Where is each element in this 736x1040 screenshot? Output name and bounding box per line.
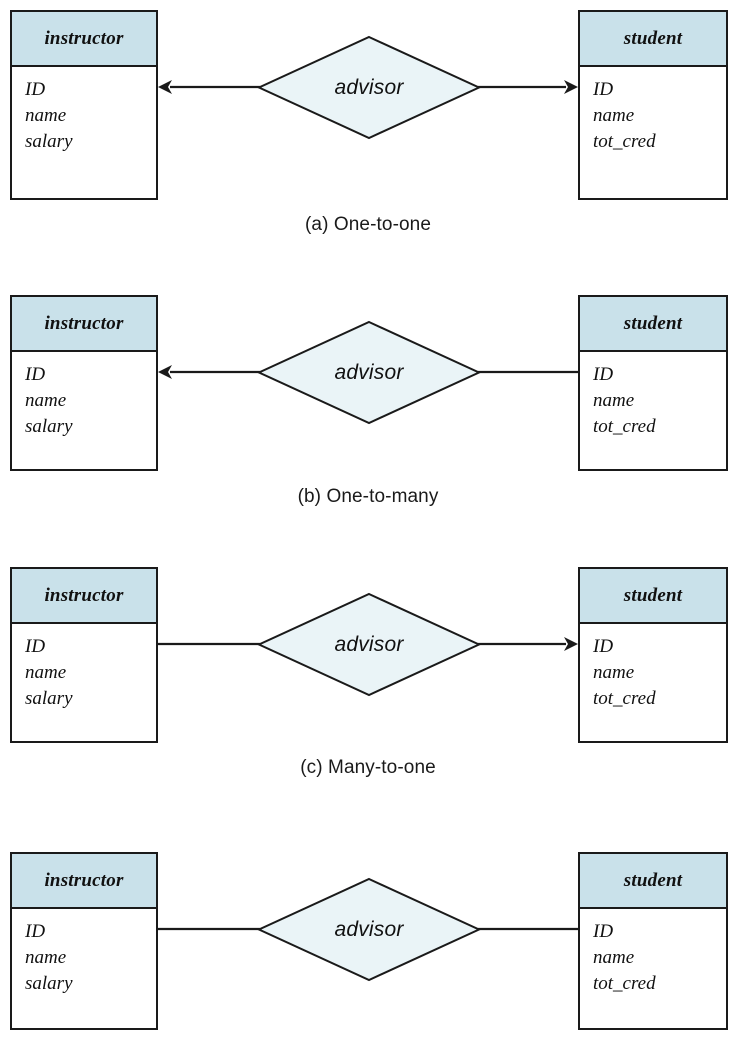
entity-attribute: name [25,947,67,968]
entity-attributes-student: ID name tot_cred [580,624,726,712]
entity-header-student: student [580,297,726,352]
entity-name-student: student [623,584,683,606]
entity-header-instructor: instructor [12,297,156,352]
connector-line-a-right [478,75,578,99]
entity-name-instructor: instructor [44,869,124,891]
entity-attributes-student: ID name tot_cred [580,352,726,440]
relationship-label-advisor: advisor [334,360,404,384]
connector-line-a-left [158,75,260,99]
panel-caption-b: (b) One-to-many [297,486,439,507]
connector-line-c-left [158,632,260,656]
entity-name-student: student [623,869,683,891]
relationship-diamond-advisor: advisor [256,35,482,140]
entity-attribute: tot_cred [593,131,656,152]
entity-attribute: salary [25,973,73,994]
entity-header-instructor: instructor [12,569,156,624]
entity-name-instructor: instructor [44,584,124,606]
panel-caption-c: (c) Many-to-one [300,757,436,778]
panel-caption-a: (a) One-to-one [304,214,431,235]
entity-attribute: salary [25,131,73,152]
entity-attribute: ID [25,921,46,942]
entity-attribute: ID [25,79,46,100]
entity-attribute: ID [25,636,46,657]
entity-attribute: salary [25,688,73,709]
entity-attribute: ID [593,636,614,657]
entity-attribute: ID [593,921,614,942]
entity-attributes-student: ID name tot_cred [580,67,726,155]
relationship-label-advisor: advisor [334,632,404,656]
entity-attribute: ID [593,364,614,385]
connector-line-b-right [478,360,578,384]
entity-attributes-instructor: ID name salary [12,624,156,712]
entity-attribute: name [25,662,67,683]
entity-attribute: tot_cred [593,416,656,437]
entity-attribute: name [593,390,635,411]
entity-attribute: salary [25,416,73,437]
entity-header-instructor: instructor [12,12,156,67]
relationship-diamond-advisor: advisor [256,320,482,425]
entity-attribute: name [593,947,635,968]
entity-name-student: student [623,27,683,49]
entity-attribute: name [593,662,635,683]
connector-line-c-right [478,632,578,656]
connector-line-b-left [158,360,260,384]
entity-attributes-instructor: ID name salary [12,909,156,997]
entity-attribute: name [25,390,67,411]
entity-attribute: tot_cred [593,688,656,709]
arrowhead-right [564,80,578,94]
connector-line-d-left [158,917,260,941]
entity-header-student: student [580,854,726,909]
entity-attributes-instructor: ID name salary [12,352,156,440]
entity-attribute: ID [25,364,46,385]
arrowhead-left [158,80,172,94]
arrowhead-right [564,637,578,651]
entity-name-student: student [623,312,683,334]
entity-attributes-instructor: ID name salary [12,67,156,155]
entity-attribute: ID [593,79,614,100]
relationship-diamond-advisor: advisor [256,877,482,982]
entity-name-instructor: instructor [44,27,124,49]
entity-name-instructor: instructor [44,312,124,334]
entity-header-instructor: instructor [12,854,156,909]
entity-header-student: student [580,569,726,624]
entity-header-student: student [580,12,726,67]
relationship-label-advisor: advisor [334,75,404,99]
relationship-label-advisor: advisor [334,917,404,941]
entity-attributes-student: ID name tot_cred [580,909,726,997]
entity-attribute: name [25,105,67,126]
entity-attribute: name [593,105,635,126]
relationship-diamond-advisor: advisor [256,592,482,697]
arrowhead-left [158,365,172,379]
entity-attribute: tot_cred [593,973,656,994]
connector-line-d-right [478,917,578,941]
